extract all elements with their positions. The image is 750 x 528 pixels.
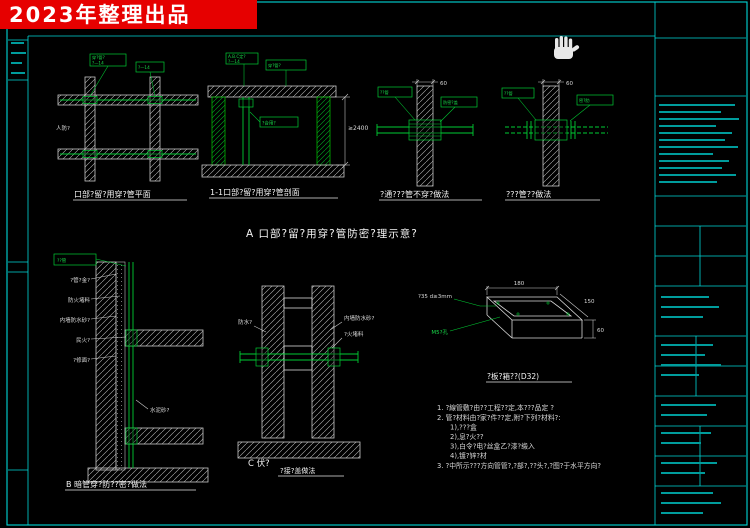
d2-label-box1-line2: ?—14 [228,59,240,64]
detail-1-plan: 穿?管? ?—14 ?—14 人防? 口部?留?用穿?管平面 [56,53,199,201]
detail-3: 60 ??管 防密?盖 ?通???管不穿?做法 [376,79,482,201]
d3-label-box2: 防密?盖 [443,99,458,106]
title-block [655,37,746,514]
d1-label-box2: ?—14 [138,65,150,70]
watermark-banner: 2023年整理出品 [0,0,257,29]
b-label-1: ?管?金? [70,276,90,284]
note-line-4: 2),息?火?? [450,432,484,441]
box-dim-height: 60 [597,328,604,334]
box-caption: ?板?箱??(D32) [487,371,539,381]
note-line-1: 1. ?線管敷?由??工程??定,本???品定 ? [437,403,554,412]
hand-pan-icon [554,36,580,59]
d1-side-label: 人防? [56,124,70,132]
d2-label-box1-line1: A.B.C定? [228,53,246,60]
section-a-title: A 口部?留?用穿?管防密?理示意? [246,227,418,240]
detail-2-section: ?合用? A.B.C定? ?—14 穿?管? ≥2400 1-1口部?留?用穿?… [201,52,368,199]
c-label-1: 内墙防水砂? [344,314,375,322]
watermark-text: 2023年整理出品 [9,3,190,27]
box-plate-label: ?35 d≥3mm [418,294,452,300]
d2-caption: 1-1口部?留?用穿?管剖面 [210,187,300,197]
note-line-7: 3. ?中所示???方向管管?,?部?,??头?,?图?于水平方向? [437,461,601,470]
b-label-box: ??管 [57,257,67,264]
detail-c: 内墙防水砂? ?火堵料 防水? C 伏? ?接?盖做法 [237,285,375,477]
note-line-6: 4),镀?锌?材 [450,451,487,460]
detail-box: 180 150 60 ?35 d≥3mm M5?孔 ?板?箱??(D32) [418,281,604,383]
d1-label-box1-line1: 穿?管? [92,54,105,61]
notes: 1. ?線管敷?由??工程??定,本???品定 ? 2. 管?材料由?家?件??… [437,403,601,470]
detail-b: ??管 ?管?金? 防火堵料 内墙防水砂? 民火? ?修面? 水泥砂? B 暗管… [53,253,209,491]
d2-label-box2: 穿?管? [268,62,281,69]
d4-label-box1: ??管 [504,90,513,97]
d2-dim-height: ≥2400 [348,125,368,132]
d3-label-box1: ??管 [380,89,389,96]
d4-dim-wall: 60 [566,81,573,87]
box-dim-depth: 150 [584,299,595,305]
note-line-5: 3),白令?电?丝盒乙?漆?缎入 [450,442,535,451]
d1-label-box1-line2: ?—14 [92,61,104,66]
b-label-3: 内墙防水砂? [60,316,91,324]
d4-caption: ???管??做法 [506,189,551,199]
d3-caption: ?通???管不穿?做法 [380,189,449,199]
b-label-6: 水泥砂? [150,406,170,414]
note-line-2: 2. 管?材料由?家?件??定,附?下列?材料?: [437,413,561,422]
box-hole-label: M5?孔 [431,328,448,336]
c-label-3: 防水? [238,318,252,326]
detail-4: 60 ??管 密?肋 ???管??做法 [501,79,614,201]
b-caption: B 暗管穿?防??密?做法 [66,479,147,489]
d1-caption: 口部?留?用穿?管平面 [74,189,151,199]
c-caption-2: ?接?盖做法 [280,466,315,475]
b-label-5: ?修面? [73,356,90,364]
drawing-frame [6,1,748,526]
d3-dim-wall: 60 [440,81,447,87]
d4-label-box2: 密?肋 [579,97,590,104]
b-label-2: 防火堵料 [68,296,91,304]
c-label-2: ?火堵料 [344,330,364,338]
c-caption-1: C 伏? [248,458,270,469]
b-label-4: 民火? [76,337,90,344]
note-line-3: 1),???盒 [450,423,477,432]
d2-mid-label: ?合用? [262,120,276,127]
box-dim-width: 180 [514,281,525,287]
